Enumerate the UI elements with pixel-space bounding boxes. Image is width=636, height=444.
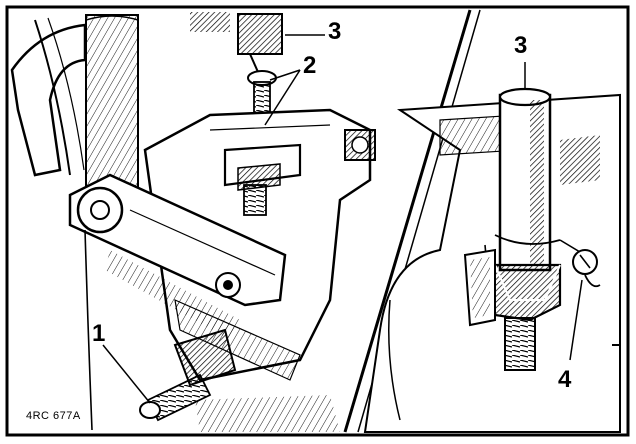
callout-label-3-right: 3	[514, 32, 528, 59]
adjuster-sleeve-right	[498, 62, 552, 272]
callout-label-2: 2	[303, 52, 317, 79]
callout-label-4: 4	[558, 366, 572, 393]
throttle-cable	[84, 229, 93, 431]
screw-clamp	[223, 143, 302, 216]
callout-label-1: 1	[92, 320, 106, 347]
callout-label-3-left: 3	[328, 18, 342, 45]
panel-divider	[343, 9, 472, 433]
adjuster-sleeve-left	[237, 13, 283, 73]
stop-screw	[139, 299, 301, 422]
curved-pipe	[10, 23, 87, 177]
reference-code: 4RC 677A	[26, 410, 81, 422]
corrugated-hose	[85, 14, 139, 191]
side-nut	[344, 129, 376, 161]
tamperproof-cap	[486, 263, 562, 371]
figure-frame	[5, 5, 630, 437]
